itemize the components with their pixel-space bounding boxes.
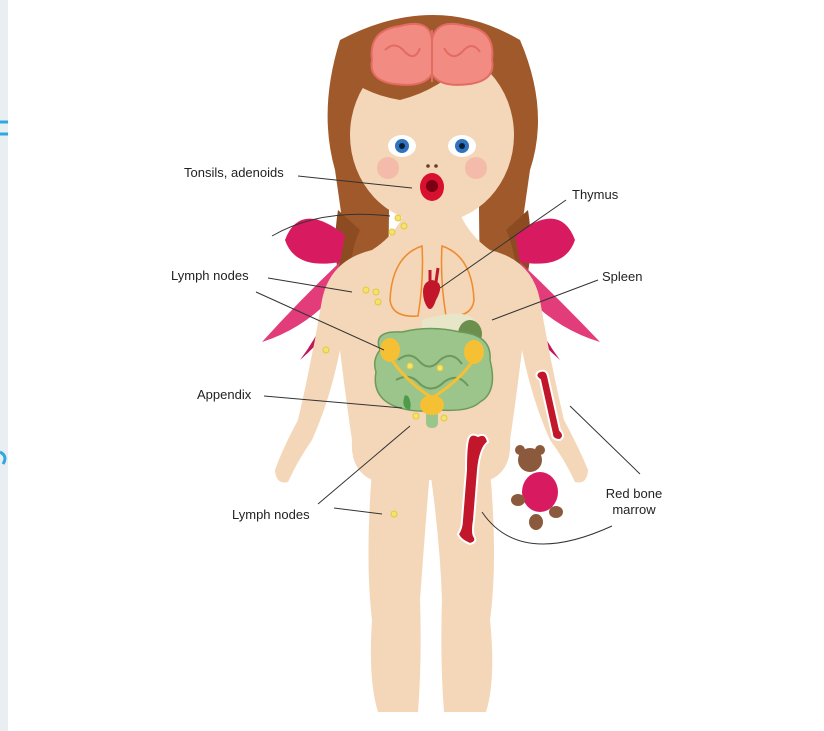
teddy-bear [511, 445, 563, 530]
label-thymus: Thymus [572, 187, 618, 203]
label-red-bone-marrow-line2: marrow [612, 502, 655, 517]
left-edge-decoration [0, 0, 8, 731]
label-tonsils-adenoids: Tonsils, adenoids [184, 165, 284, 181]
leader-marrow-leg [482, 512, 612, 544]
label-red-bone-marrow: Red bone marrow [603, 486, 665, 518]
label-spleen: Spleen [602, 269, 642, 285]
label-appendix: Appendix [197, 387, 251, 403]
label-lymph-nodes-lower: Lymph nodes [232, 507, 310, 523]
label-lymph-nodes-upper: Lymph nodes [171, 268, 249, 284]
brain [371, 24, 492, 85]
label-red-bone-marrow-line1: Red bone [606, 486, 662, 501]
